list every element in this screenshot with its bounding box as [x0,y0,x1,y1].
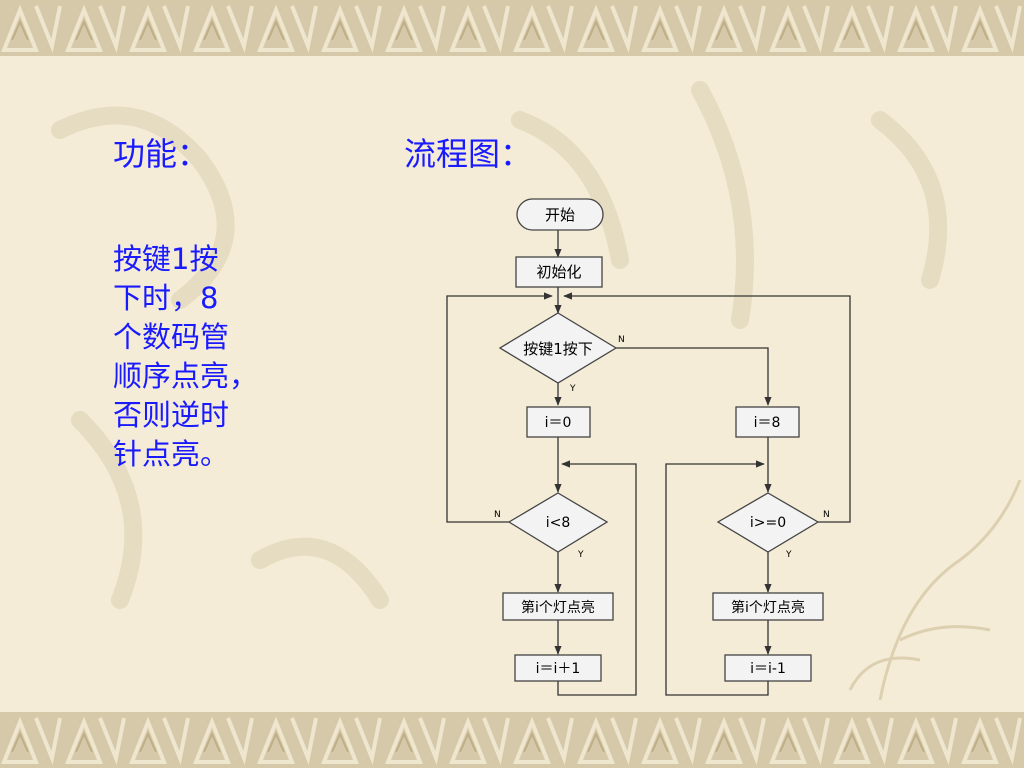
ge-yes-label: Y [785,550,792,560]
ge-decision-label: i>=0 [750,515,786,531]
function-heading: 功能： [113,135,210,174]
key-yes-label: Y [569,384,576,394]
key-no-label: N [618,335,625,345]
bottom-decorative-border [0,712,1024,768]
function-description: 按键1按 下时，8 个数码管 顺序点亮， 否则逆时 针点亮。 [113,240,283,474]
increment-label: i＝i＋1 [536,661,581,677]
description-line: 按键1按 [113,242,219,276]
start-label: 开始 [545,206,575,224]
description-line: 针点亮。 [113,437,230,471]
light-left-node: 第i个灯点亮 [502,592,614,621]
start-node: 开始 [516,198,604,231]
description-line: 下时，8 [113,281,219,315]
assign-zero-node: i＝0 [526,406,591,438]
top-decorative-border [0,0,1024,56]
lt-decision-label: i<8 [546,515,571,531]
description-line: 个数码管 [113,320,230,354]
lt-yes-label: Y [577,550,584,560]
decrement-label: i＝i-1 [750,661,786,677]
edge-dec-return [665,460,769,696]
edge-loop-left-return [446,292,553,523]
light-right-label: 第i个灯点亮 [731,599,805,616]
edge-inc-return [557,460,637,696]
key-decision-label: 按键1按下 [523,340,593,358]
decrement-node: i＝i-1 [724,654,812,682]
lt-no-label: N [494,510,501,520]
flowchart-heading: 流程图： [404,135,533,174]
key-decision-node: 按键1按下 [498,312,618,384]
increment-node: i＝i＋1 [514,654,602,682]
edge-key-no [616,347,772,406]
lt-decision-node: i<8 [507,492,609,553]
description-line: 顺序点亮， [113,359,259,393]
light-left-label: 第i个灯点亮 [521,599,595,616]
ge-no-label: N [823,510,830,520]
edge-loop-right-return [563,292,851,523]
init-label: 初始化 [536,263,581,281]
light-right-node: 第i个灯点亮 [712,592,824,621]
assign-zero-label: i＝0 [545,415,572,431]
description-line: 否则逆时 [113,398,230,432]
assign-eight-label: i＝8 [754,415,781,431]
ge-decision-node: i>=0 [716,492,820,553]
assign-eight-node: i＝8 [735,406,800,438]
init-node: 初始化 [515,256,603,288]
